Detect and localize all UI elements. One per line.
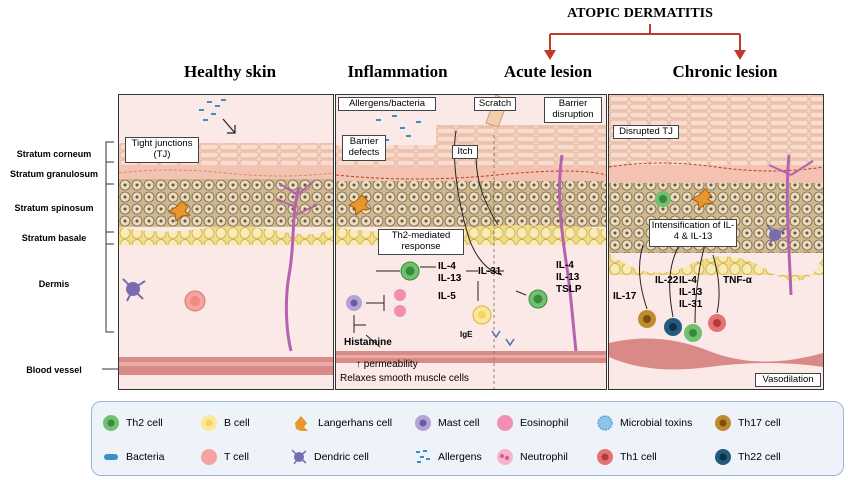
mast-cell-icon [346, 295, 362, 311]
th17-cell-icon [638, 310, 656, 328]
inflammation-drawing [336, 95, 606, 389]
th1-cell-icon [597, 449, 613, 465]
chronic-il17-label: IL-17 [613, 291, 637, 302]
legend-microbial: Microbial toxins [596, 414, 692, 432]
col-title-chronic: Chronic lesion [672, 62, 778, 81]
t-cell-icon [184, 290, 206, 312]
relaxes-label: Relaxes smooth muscle cells [340, 373, 469, 384]
th1-cell-icon [708, 314, 726, 332]
th2-cell-icon [655, 191, 671, 207]
il5-label: IL-5 [438, 291, 456, 302]
bacteria-icon [104, 454, 118, 460]
disrupted-tj-label: Disrupted TJ [613, 125, 679, 139]
chronic-il4-label: IL-4 [679, 275, 697, 286]
dendric-cell-icon [291, 449, 307, 465]
legend-bacteria: Bacteria [102, 448, 165, 466]
dendric-cell-icon [122, 278, 146, 302]
th17-cell-icon [715, 415, 731, 431]
eosinophil-icon [394, 289, 406, 317]
legend-th22: Th22 cell [714, 448, 781, 466]
panel-chronic: Disrupted TJ Intensification of IL-4 & I… [608, 94, 824, 390]
il31-label: IL-31 [478, 266, 502, 277]
layer-blood-vessel: Blood vessel [26, 365, 82, 375]
permeability-label: ↑ permeability [356, 359, 418, 370]
legend-dendric: Dendric cell [290, 448, 369, 466]
chronic-tnfa-label: TNF-α [723, 275, 752, 286]
main-title: ATOPIC DERMATITIS [567, 6, 713, 21]
layer-granulosum: Stratum granulosum [9, 169, 98, 179]
col-title-healthy: Healthy skin [183, 62, 277, 81]
th2-cell-icon [684, 324, 702, 342]
th2-cell-icon [103, 415, 119, 431]
il13-label: IL-13 [438, 273, 462, 284]
layer-dermis: Dermis [38, 279, 70, 289]
header-arrows [544, 24, 746, 60]
acute-il13-label: IL-13 [556, 272, 580, 283]
acute-tslp-label: TSLP [556, 284, 582, 295]
microbial-toxins-icon [597, 415, 613, 431]
panel-inflammation-acute: Allergens/bacteria Scratch Barrier disru… [335, 94, 607, 390]
panel-healthy: Tight junctions (TJ) [118, 94, 334, 390]
b-cell-icon [472, 305, 492, 325]
chronic-il13-label: IL-13 [679, 287, 703, 298]
neutrophil-icon [497, 449, 513, 465]
il4-label: IL-4 [438, 261, 456, 272]
layer-corneum: Stratum corneum [16, 149, 92, 159]
histamine-label: Histamine [344, 337, 392, 348]
allergens-icon [416, 450, 430, 463]
col-title-acute: Acute lesion [503, 62, 593, 81]
layer-spinosum: Stratum spinosum [14, 203, 94, 213]
intensification-label: Intensification of IL-4 & IL-13 [649, 219, 737, 247]
legend-th1: Th1 cell [596, 448, 657, 466]
barrier-defects-label: Barrier defects [342, 135, 386, 161]
th22-cell-icon [715, 449, 731, 465]
col-title-inflammation: Inflammation [347, 62, 448, 81]
th2-cell-icon [400, 261, 420, 281]
acute-il4-label: IL-4 [556, 260, 574, 271]
th2-response-label: Th2-mediated response [378, 229, 464, 255]
itch-label: Itch [452, 145, 478, 159]
th2-cell-icon [528, 289, 548, 309]
chronic-il31-label: IL-31 [679, 299, 703, 310]
eosinophil-icon [497, 415, 513, 431]
chronic-il22-label: IL-22 [655, 275, 679, 286]
legend-langerhans: Langerhans cell [290, 414, 392, 432]
legend: Th2 cell B cell Langerhans cell Mast cel… [91, 401, 844, 476]
th22-cell-icon [664, 318, 682, 336]
barrier-disruption-label: Barrier disruption [544, 97, 602, 123]
t-cell-icon [201, 449, 217, 465]
dendric-cell-icon [766, 224, 786, 246]
legend-neutrophil: Neutrophil [496, 448, 568, 466]
ige-label: IgE [460, 330, 473, 339]
tight-junctions-label: Tight junctions (TJ) [125, 137, 199, 163]
layer-basale: Stratum basale [21, 233, 87, 243]
legend-mast-cell: Mast cell [414, 414, 479, 432]
legend-t-cell: T cell [200, 448, 249, 466]
legend-b-cell: B cell [200, 414, 250, 432]
vasodilation-label: Vasodilation [755, 373, 821, 387]
legend-th2: Th2 cell [102, 414, 163, 432]
mast-cell-icon [415, 415, 431, 431]
allergens-bacteria-label: Allergens/bacteria [338, 97, 436, 111]
b-cell-icon [201, 415, 217, 431]
scratch-label: Scratch [474, 97, 516, 111]
legend-allergens: Allergens [414, 448, 482, 466]
layer-brackets [102, 141, 118, 370]
legend-th17: Th17 cell [714, 414, 781, 432]
legend-eosinophil: Eosinophil [496, 414, 568, 432]
langerhans-cell-icon [295, 416, 308, 431]
